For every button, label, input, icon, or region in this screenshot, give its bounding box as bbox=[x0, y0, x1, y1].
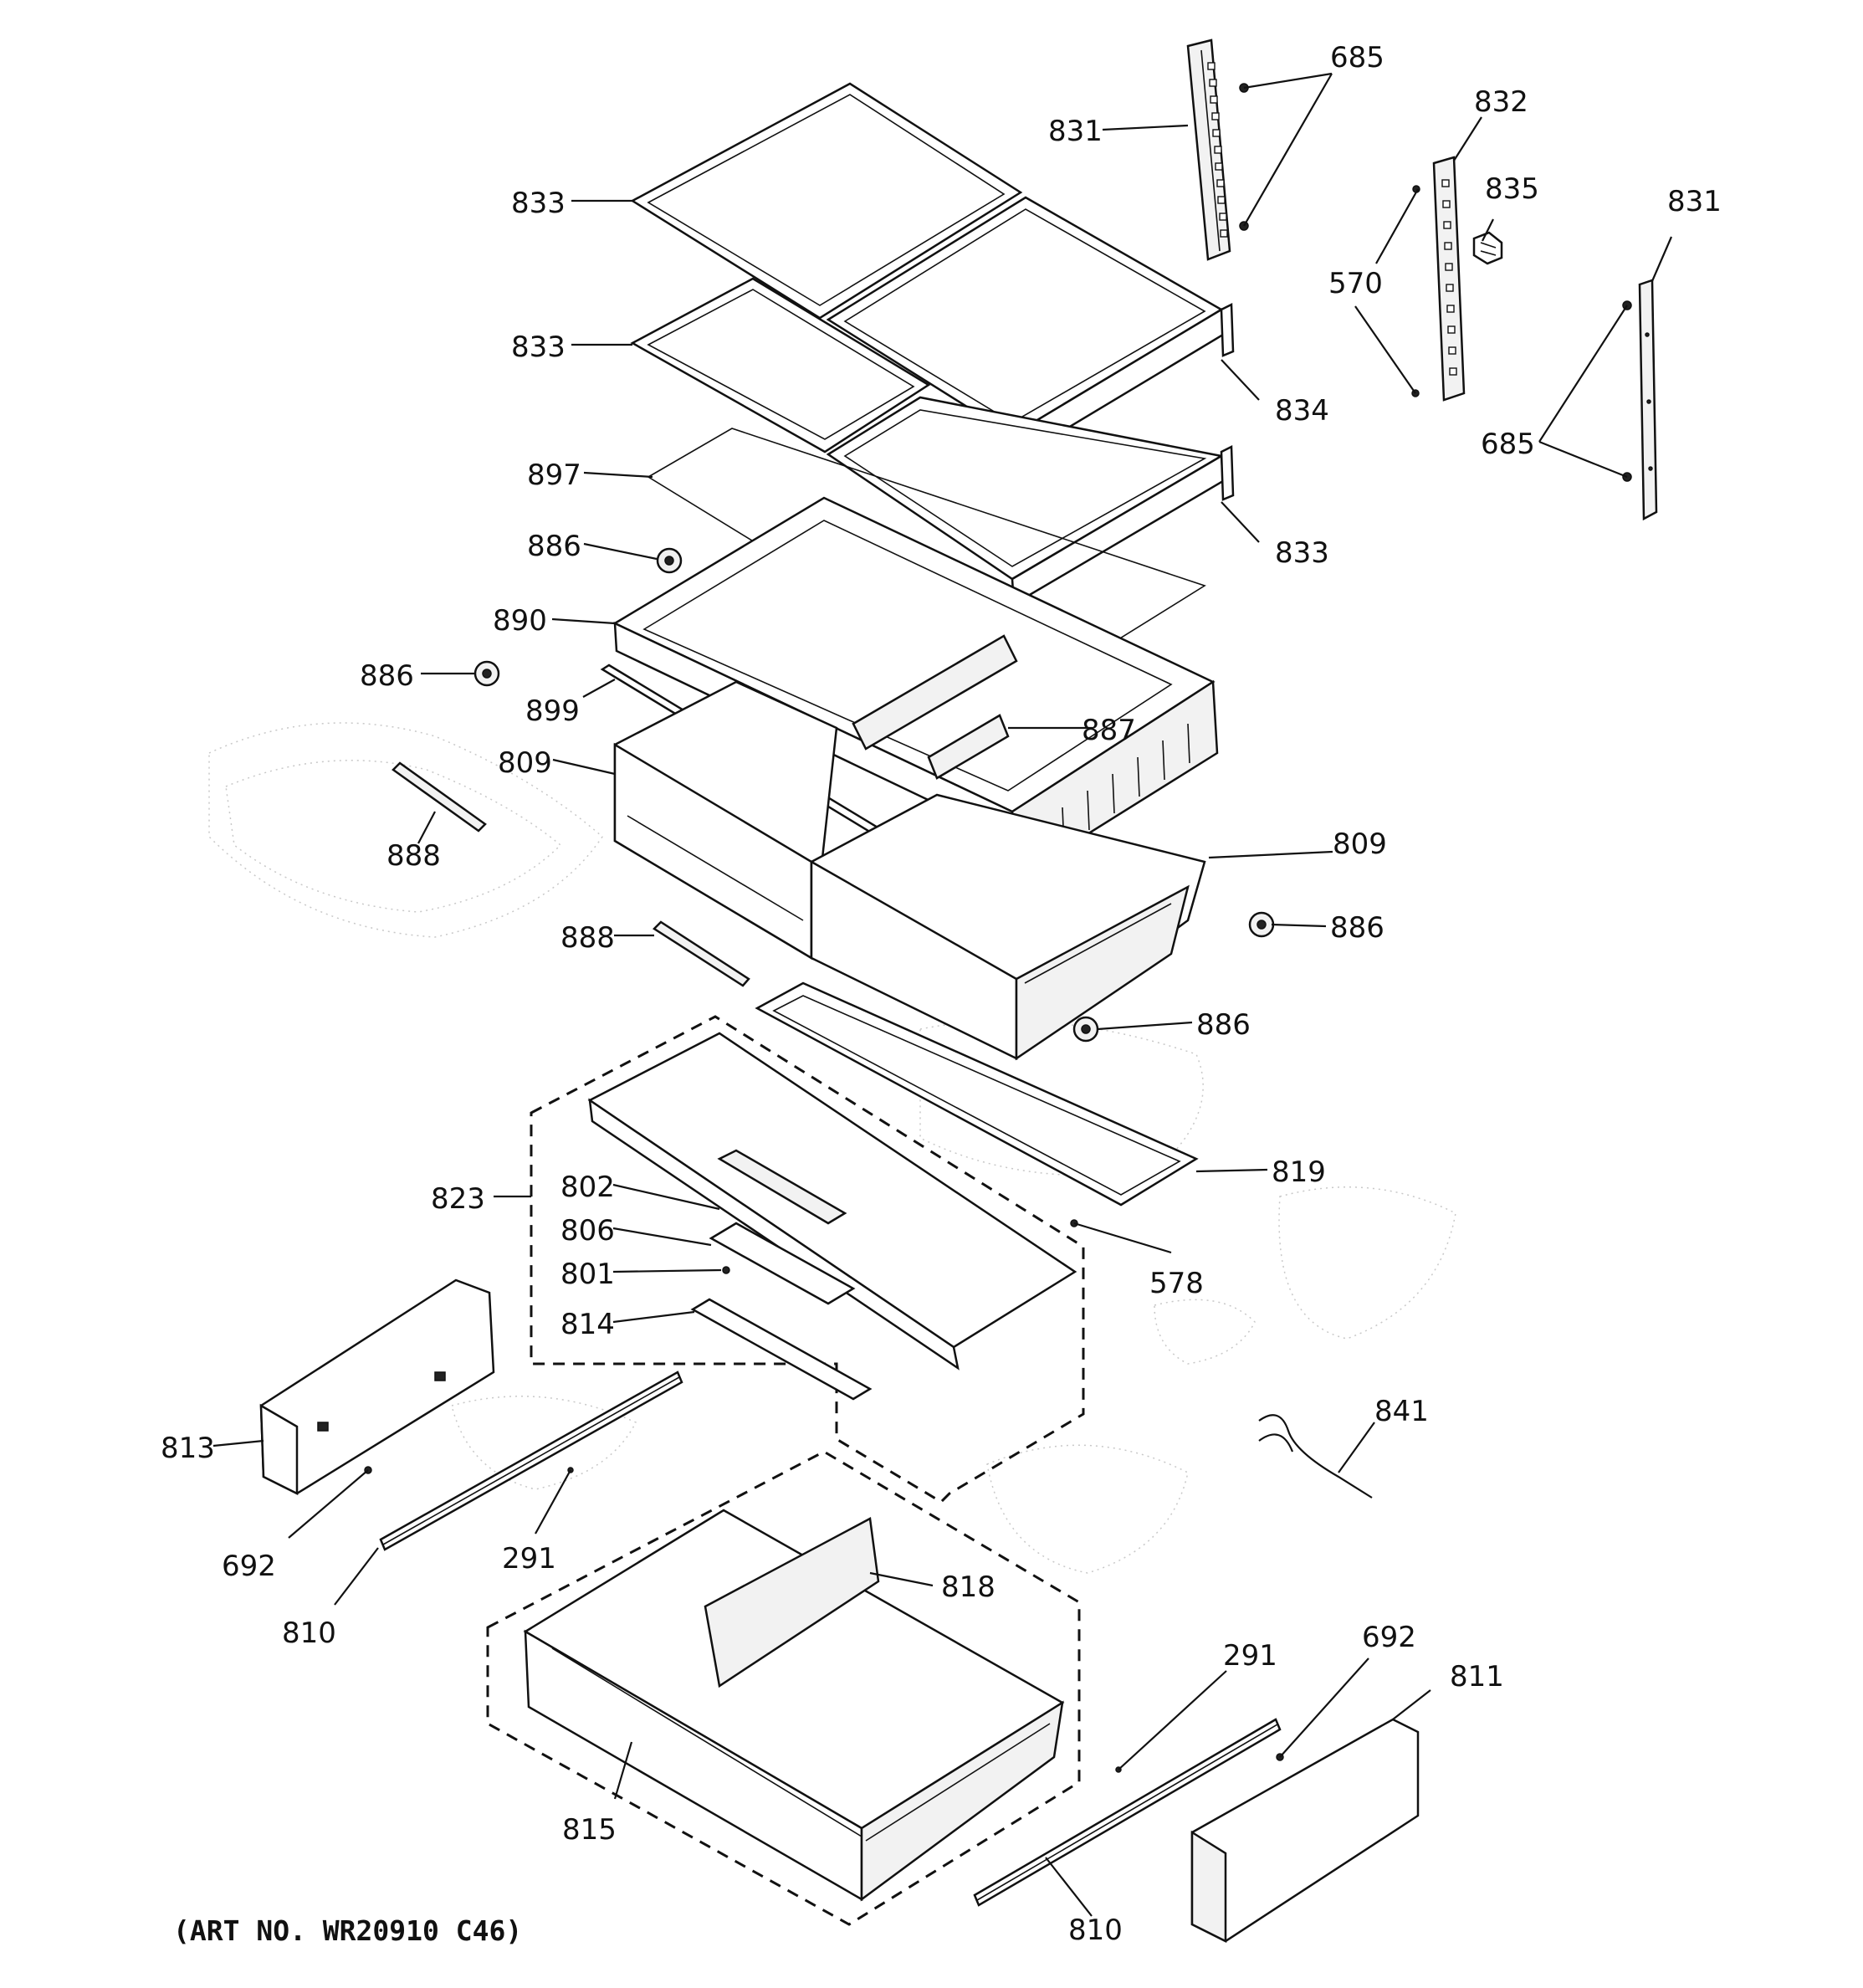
label-685: 685 bbox=[1330, 41, 1384, 74]
label-802: 802 bbox=[560, 1171, 615, 1204]
label-291: 291 bbox=[1223, 1639, 1277, 1673]
label-815: 815 bbox=[562, 1813, 617, 1847]
part-835-bracket bbox=[1472, 231, 1503, 265]
part-806 bbox=[709, 1222, 856, 1305]
part-809-drawer-left bbox=[613, 680, 838, 961]
label-811: 811 bbox=[1450, 1660, 1504, 1693]
part-887-divider bbox=[852, 634, 1018, 751]
part-813-bracket bbox=[259, 1278, 495, 1496]
part-810-rail-left bbox=[379, 1371, 683, 1551]
part-819-cover bbox=[755, 981, 1199, 1207]
part-888-slide bbox=[653, 920, 750, 987]
label-809: 809 bbox=[1333, 827, 1387, 861]
part-831-rail-right bbox=[1638, 279, 1658, 521]
label-887: 887 bbox=[1082, 714, 1136, 747]
label-814: 814 bbox=[560, 1308, 615, 1341]
label-833: 833 bbox=[1275, 536, 1329, 570]
label-890: 890 bbox=[493, 604, 547, 638]
part-810-rail-right bbox=[973, 1718, 1282, 1907]
label-819: 819 bbox=[1272, 1155, 1326, 1189]
part-818-divider bbox=[704, 1517, 880, 1688]
label-835: 835 bbox=[1485, 172, 1539, 206]
callout-labels: 685 831 832 835 831 833 570 833 834 685 … bbox=[161, 41, 1722, 1947]
part-886-wheel bbox=[656, 547, 683, 574]
part-886-wheel bbox=[473, 660, 500, 687]
part-888-slide bbox=[392, 761, 487, 833]
label-831: 831 bbox=[1048, 115, 1103, 148]
label-888: 888 bbox=[386, 839, 441, 873]
part-809-drawer-right bbox=[810, 793, 1206, 1061]
label-888: 888 bbox=[560, 921, 615, 955]
label-832: 832 bbox=[1474, 85, 1528, 119]
label-831: 831 bbox=[1667, 185, 1722, 218]
label-899: 899 bbox=[525, 694, 580, 728]
label-578: 578 bbox=[1149, 1267, 1204, 1300]
label-692: 692 bbox=[1362, 1621, 1416, 1654]
label-692: 692 bbox=[222, 1550, 276, 1583]
label-806: 806 bbox=[560, 1214, 615, 1248]
shelf-833-top-left bbox=[630, 82, 1023, 320]
label-823: 823 bbox=[431, 1182, 485, 1216]
label-818: 818 bbox=[941, 1570, 995, 1604]
label-813: 813 bbox=[161, 1432, 215, 1465]
part-815-drawer bbox=[486, 1450, 1081, 1926]
shelf-833-mid-left bbox=[630, 277, 931, 453]
art-number: (ART NO. WR20910 C46) bbox=[173, 1914, 522, 1947]
label-841: 841 bbox=[1374, 1395, 1429, 1428]
label-801: 801 bbox=[560, 1258, 615, 1291]
part-831-rail-left bbox=[1186, 38, 1231, 261]
label-570: 570 bbox=[1328, 267, 1383, 300]
part-841-tube bbox=[1258, 1414, 1373, 1499]
part-802 bbox=[717, 1149, 847, 1225]
label-886: 886 bbox=[527, 530, 581, 563]
label-886: 886 bbox=[1196, 1008, 1251, 1042]
label-685: 685 bbox=[1481, 428, 1535, 461]
label-886: 886 bbox=[1330, 911, 1384, 945]
part-814 bbox=[690, 1298, 873, 1401]
part-823-control-assembly bbox=[530, 1015, 1085, 1504]
part-886-wheel bbox=[1248, 911, 1275, 938]
label-834: 834 bbox=[1275, 394, 1329, 428]
label-810: 810 bbox=[1068, 1914, 1123, 1947]
label-833: 833 bbox=[511, 330, 566, 364]
label-810: 810 bbox=[282, 1617, 336, 1650]
background-shading bbox=[208, 722, 1456, 1574]
label-291: 291 bbox=[502, 1542, 556, 1576]
part-801 bbox=[722, 1266, 730, 1274]
leader-lines bbox=[212, 72, 1673, 1917]
shelf-834-right bbox=[826, 196, 1235, 463]
label-809: 809 bbox=[498, 746, 552, 780]
label-833: 833 bbox=[511, 187, 566, 220]
part-832-rail bbox=[1432, 156, 1466, 402]
part-886-wheel bbox=[1072, 1016, 1099, 1043]
label-886: 886 bbox=[360, 659, 414, 693]
label-897: 897 bbox=[527, 459, 581, 492]
